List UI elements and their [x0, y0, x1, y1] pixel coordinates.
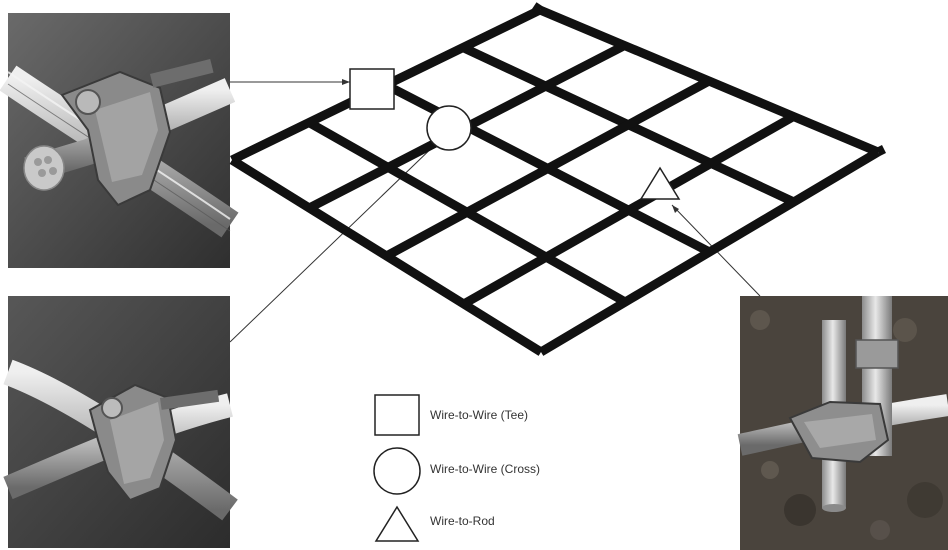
tee-clamp-photo	[0, 13, 239, 268]
legend	[373, 394, 421, 542]
grid-conductor-b-3	[461, 112, 796, 308]
leader-tee-arrowhead	[342, 79, 350, 85]
legend-label-cross: Wire-to-Wire (Cross)	[430, 462, 540, 476]
tee-cable-branch	[23, 78, 236, 191]
grid-stub-top	[531, 2, 543, 14]
soil-texture	[750, 310, 943, 540]
cross-clamp-photo	[3, 296, 238, 548]
rod-clamp-body	[788, 400, 890, 464]
legend-circle-symbol	[373, 447, 421, 495]
grid-conductor-b-4	[538, 148, 881, 356]
grid-stub-right	[875, 144, 887, 157]
legend-label-tee: Wire-to-Wire (Tee)	[430, 408, 528, 422]
tee-marker-square	[349, 68, 395, 110]
legend-label-rod: Wire-to-Rod	[430, 514, 495, 528]
cross-marker-circle	[426, 105, 472, 151]
leader-rod-arrowhead	[672, 205, 679, 213]
legend-triangle-symbol	[374, 505, 420, 542]
cross-clamp-body	[88, 383, 220, 502]
tee-clamp-body	[60, 59, 214, 207]
rod-marker-triangle	[639, 166, 681, 200]
grid-markers	[349, 68, 681, 200]
rod-clamp-photo	[737, 296, 948, 550]
grid-conductor-b-2	[384, 77, 712, 260]
legend-square-symbol	[374, 394, 420, 436]
